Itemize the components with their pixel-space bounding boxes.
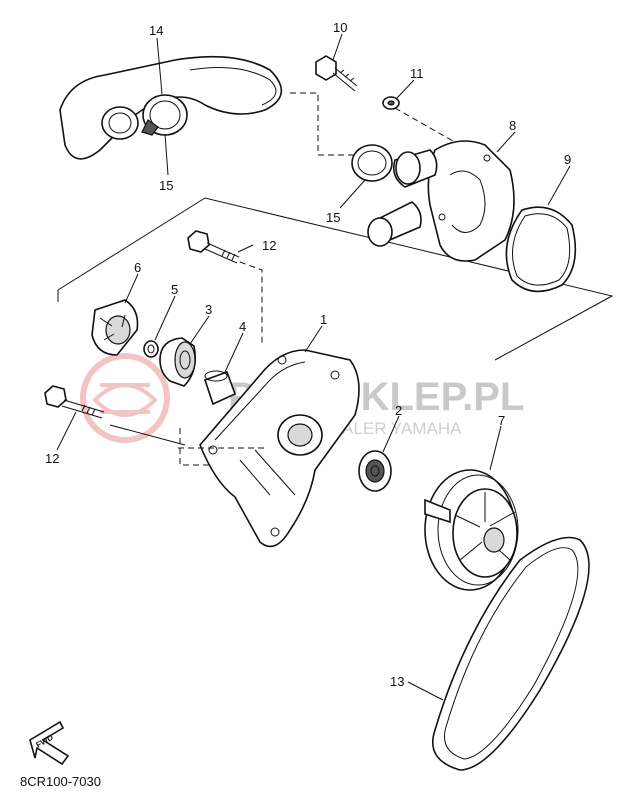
- watermark-logo-icon: [80, 353, 170, 443]
- bolt-12-lower: [44, 385, 105, 419]
- bolt-10: [315, 55, 358, 92]
- hose-clamp-15-right: [351, 144, 393, 182]
- callout-15-right: 15: [326, 210, 340, 225]
- callout-10: 10: [333, 20, 347, 35]
- callout-13: 13: [390, 674, 404, 689]
- callout-7: 7: [498, 413, 505, 428]
- washer-11: [382, 96, 400, 110]
- callout-15-upper: 15: [159, 178, 173, 193]
- upper-assembly-frame: [57, 197, 614, 361]
- callout-14: 14: [149, 23, 163, 38]
- pump-housing-cover-8: [367, 140, 515, 262]
- pump-housing-1: [199, 349, 360, 548]
- collar-4: [203, 370, 237, 406]
- callout-12-upper: 12: [262, 238, 276, 253]
- diagram-code: 8CR100-7030: [20, 774, 101, 789]
- callout-labels: 14 15 10 11 8 9 15 12 6 5 3 4 1 2 7 12 1…: [45, 20, 571, 689]
- o-ring-9: [505, 206, 577, 293]
- impeller-6: [91, 299, 139, 356]
- callout-12-lower: 12: [45, 451, 59, 466]
- callout-9: 9: [564, 152, 571, 167]
- callout-1: 1: [320, 312, 327, 327]
- hose-14: [59, 55, 283, 160]
- callout-leaders: [56, 33, 571, 701]
- callout-11: 11: [410, 66, 424, 81]
- assembly-lines-upper: [290, 92, 461, 156]
- hose-clamp-15-upper: [141, 94, 188, 136]
- callout-2: 2: [395, 403, 402, 418]
- bearing-2: [358, 450, 392, 492]
- pulley-7: [424, 469, 519, 591]
- seal-5: [143, 340, 159, 358]
- fwd-arrow-icon: FWD: [29, 720, 70, 766]
- callout-5: 5: [171, 282, 178, 297]
- bolt-12-upper: [187, 230, 263, 345]
- assembly-lines-lower: [109, 424, 265, 466]
- callout-8: 8: [509, 118, 516, 133]
- mechanical-seal-3: [159, 337, 197, 387]
- callout-3: 3: [205, 302, 212, 317]
- v-belt-13: [432, 536, 590, 771]
- callout-6: 6: [134, 260, 141, 275]
- callout-4: 4: [239, 319, 246, 334]
